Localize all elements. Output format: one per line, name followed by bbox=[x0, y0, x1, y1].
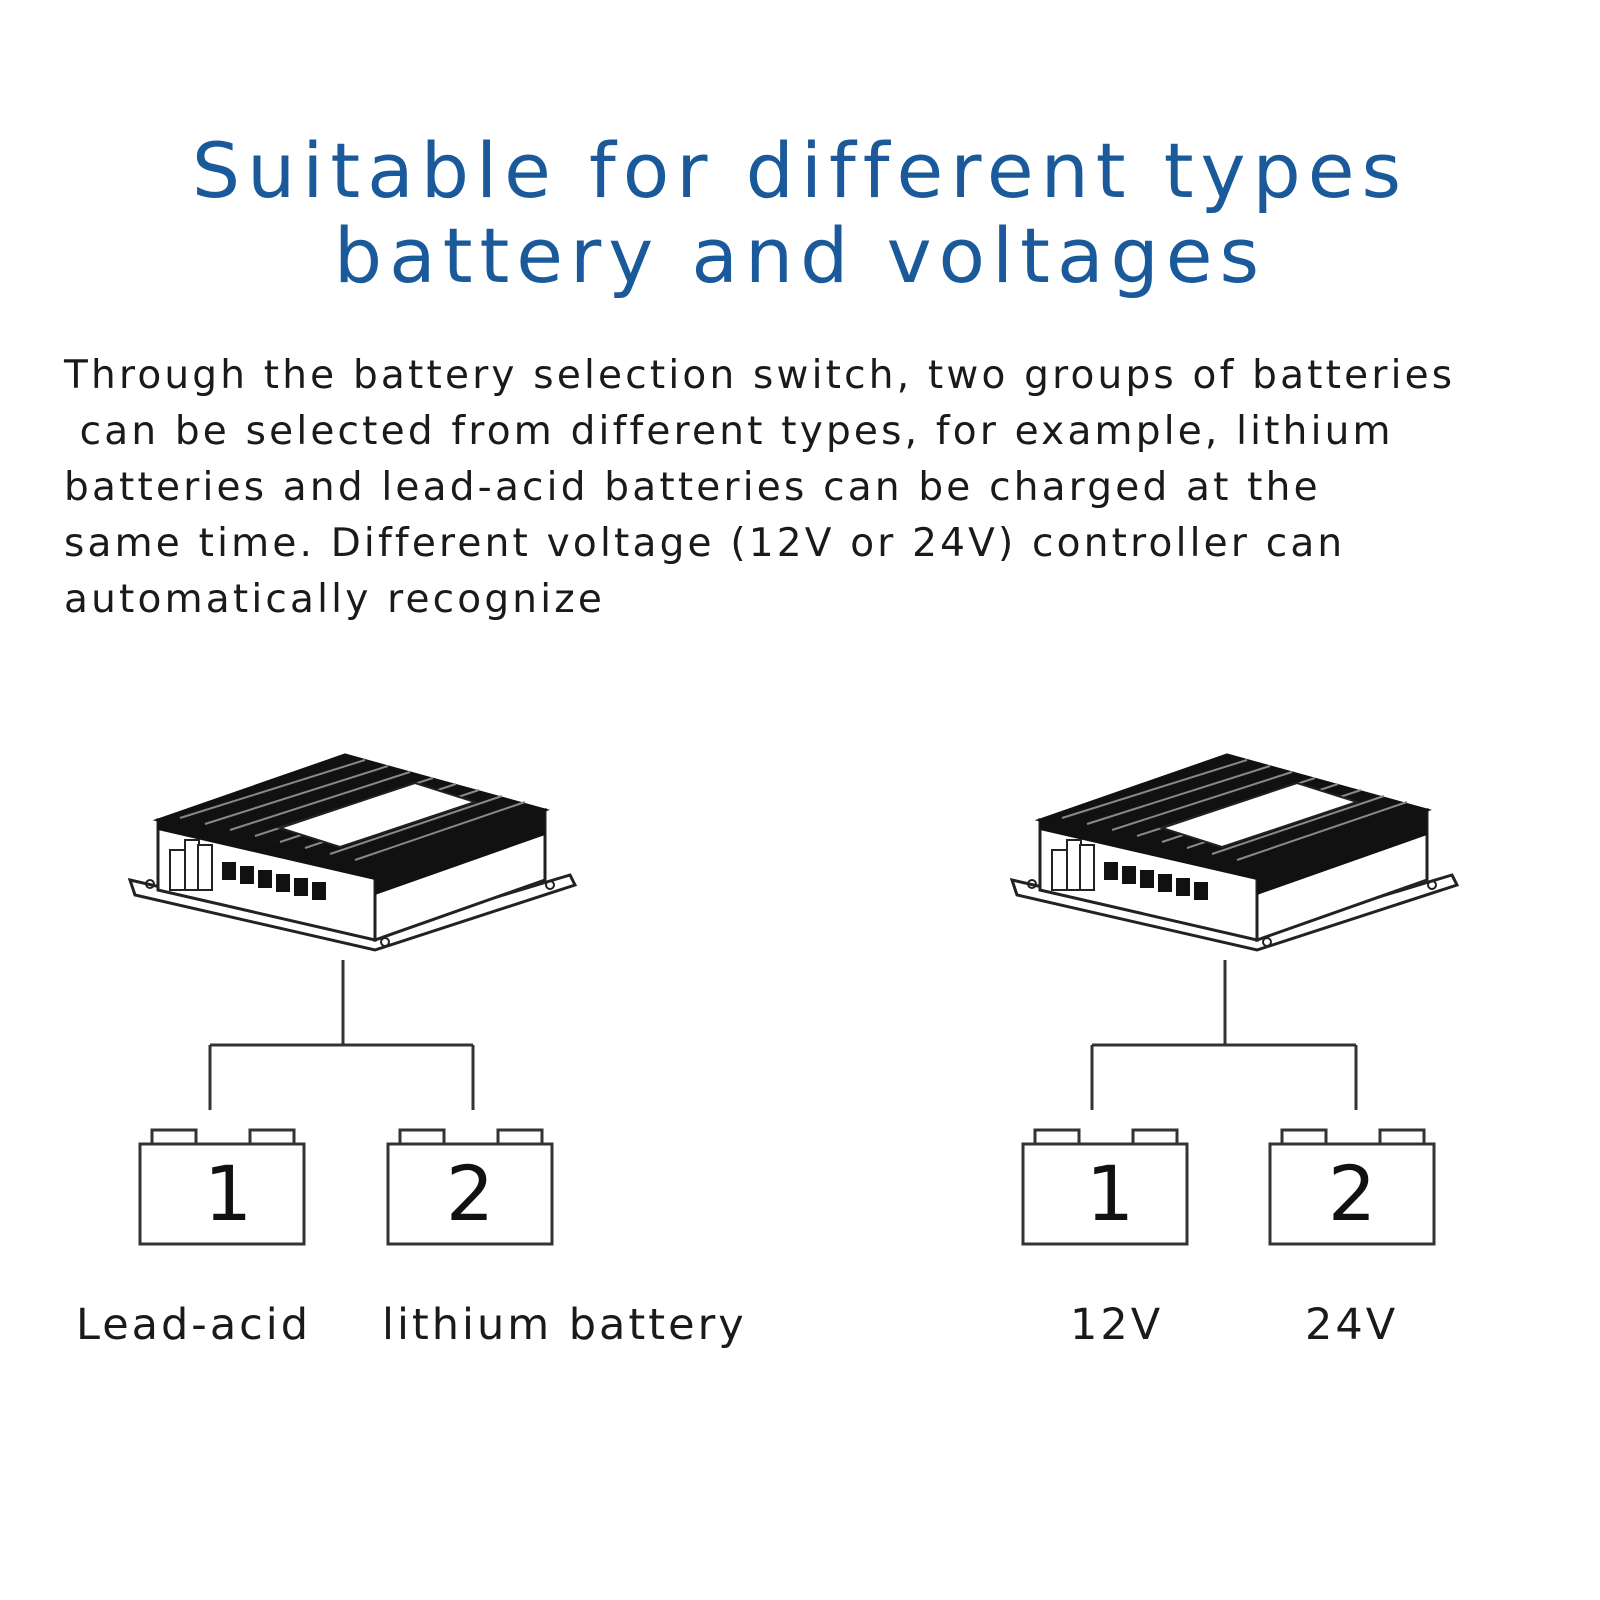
battery-2-right-label: 24V bbox=[1305, 1300, 1399, 1350]
battery-1-left-label: Lead-acid bbox=[76, 1300, 312, 1350]
connector-lines-right bbox=[1090, 960, 1358, 1110]
page-title-line-2: battery and voltages bbox=[333, 211, 1267, 300]
connector-lines-left bbox=[208, 960, 475, 1110]
controller-device-left bbox=[128, 753, 577, 952]
battery-2-right-number: 2 bbox=[1328, 1149, 1376, 1238]
description-line-5: automatically recognize bbox=[64, 577, 606, 622]
battery-2-left-label: lithium battery bbox=[382, 1300, 747, 1350]
description-line-2: can be selected from different types, fo… bbox=[64, 409, 1394, 454]
controller-device-right bbox=[1010, 753, 1459, 952]
battery-1-right-label: 12V bbox=[1070, 1300, 1164, 1350]
page-title-line-1: Suitable for different types bbox=[191, 126, 1409, 215]
battery-1-left-number: 1 bbox=[204, 1149, 252, 1238]
battery-2-left-number: 2 bbox=[446, 1149, 494, 1238]
description-line-1: Through the battery selection switch, tw… bbox=[64, 353, 1456, 398]
description-line-3: batteries and lead-acid batteries can be… bbox=[64, 465, 1321, 510]
battery-1-right-number: 1 bbox=[1086, 1149, 1134, 1238]
description-line-4: same time. Different voltage (12V or 24V… bbox=[64, 521, 1346, 566]
